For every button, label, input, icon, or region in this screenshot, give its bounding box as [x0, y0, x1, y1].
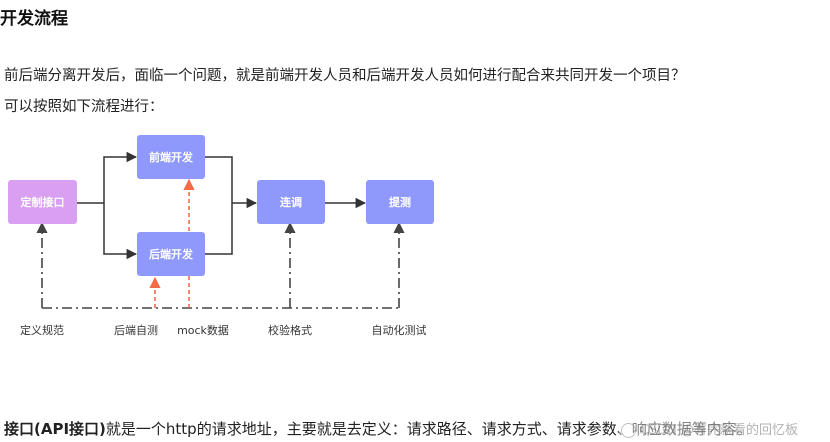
label-mock-data: mock数据 [177, 324, 229, 337]
dev-flow-diagram: 定制接口 前端开发 后端开发 连调 提测 定义规范 后端自测 mock数据 校验… [0, 120, 830, 350]
line-backend-to-merge [205, 203, 233, 255]
node-test: 提测 [366, 180, 434, 224]
watermark: CSDN @有完就看的回忆板 [618, 419, 800, 438]
label-check-format: 校验格式 [268, 324, 312, 337]
node-backend-dev: 后端开发 [137, 232, 205, 276]
page-heading: 开发流程 [0, 9, 68, 29]
flow-intro-paragraph: 可以按照如下流程进行： [4, 99, 164, 115]
api-definition-paragraph: 接口(API接口)就是一个http的请求地址，主要就是去定义：请求路径、请求方式… [4, 418, 752, 439]
api-description: 就是一个http的请求地址，主要就是去定义：请求路径、请求方式、请求参数、响应数… [105, 420, 752, 438]
watermark-text: CSDN @有完就看的回忆板 [639, 423, 798, 438]
label-auto-test: 自动化测试 [371, 324, 427, 337]
line-frontend-to-merge [205, 156, 233, 203]
intro-paragraph: 前后端分离开发后，面临一个问题，就是前端开发人员和后端开发人员如何进行配合来共同… [4, 68, 686, 84]
line-split-to-frontend [103, 151, 138, 203]
line-split-to-backend [103, 203, 138, 260]
node-integrate: 连调 [257, 180, 325, 224]
api-term: 接口(API接口) [4, 420, 106, 438]
node-define-interface: 定制接口 [8, 180, 77, 224]
flow-connectors [36, 151, 405, 309]
label-backend-selftest: 后端自测 [114, 324, 158, 337]
node-frontend-dev: 前端开发 [137, 135, 205, 179]
watermark-logo-icon [620, 423, 636, 438]
label-define-spec: 定义规范 [20, 324, 64, 337]
